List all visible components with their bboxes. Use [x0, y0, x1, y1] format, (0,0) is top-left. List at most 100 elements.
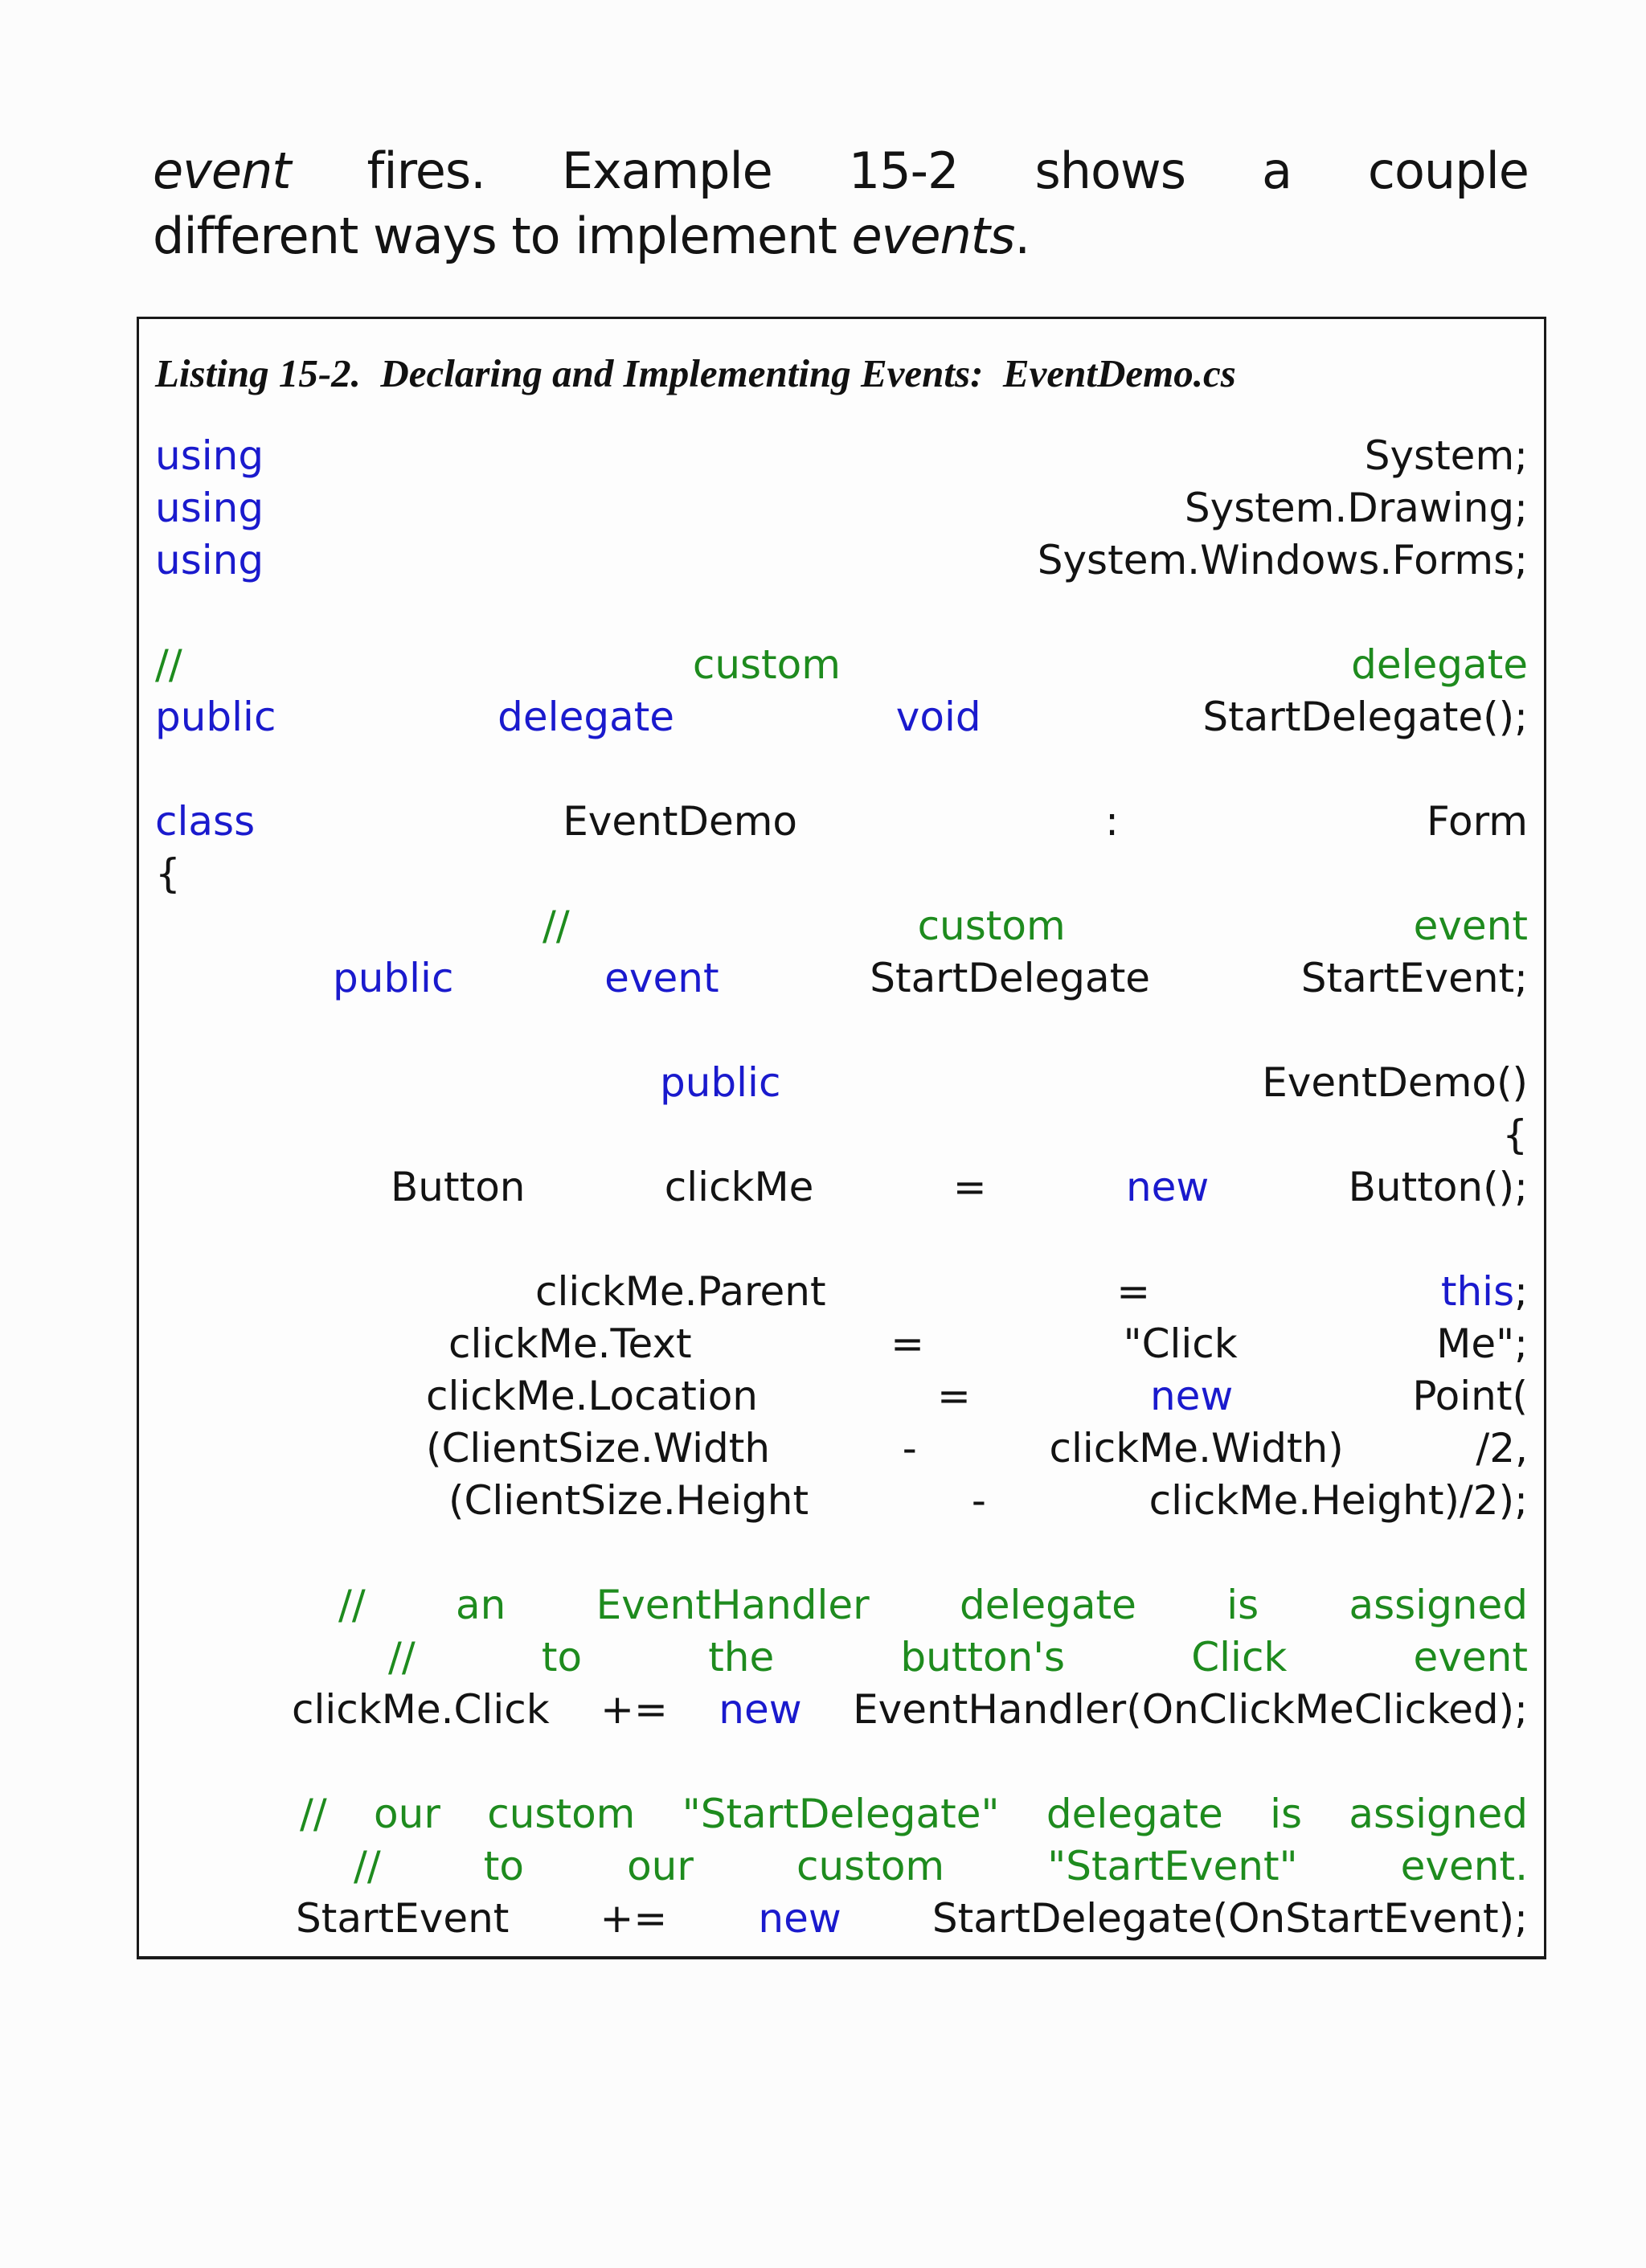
code-token: public [155, 691, 276, 743]
code-token: custom [796, 1840, 944, 1893]
code-token-seg: using [155, 485, 264, 531]
code-token: clickMe [665, 1161, 814, 1214]
code-token-seg: EventDemo() [1262, 1059, 1528, 1106]
code-token: clickMe.Text [448, 1318, 692, 1370]
paragraph-line-2: different ways to implement events. [153, 203, 1529, 268]
code-token: delegate [497, 691, 674, 743]
paragraph-word: event [153, 141, 292, 200]
code-token-seg: event [1413, 903, 1528, 949]
code-token-seg: System; [1364, 432, 1528, 479]
code-token: delegate [1351, 639, 1528, 691]
code-token: StartDelegate [870, 952, 1150, 1005]
code-token: Form [1427, 796, 1528, 848]
code-token: is [1270, 1788, 1302, 1840]
code-token-seg: (ClientSize.Width [426, 1425, 771, 1472]
code-token-seg: // [543, 903, 570, 949]
code-line: using System; [155, 430, 1528, 482]
code-token-seg: custom [487, 1791, 636, 1837]
code-token: = [1116, 1266, 1150, 1318]
code-token-seg: ; [1514, 1268, 1528, 1315]
code-token-seg: System.Windows.Forms; [1037, 537, 1528, 583]
code-token-seg: assigned [1349, 1791, 1528, 1837]
code-token: this; [1441, 1266, 1528, 1318]
code-token: to [542, 1631, 582, 1684]
code-token-seg: public [660, 1059, 781, 1106]
code-token: += [600, 1893, 668, 1945]
code-token: // [300, 1788, 327, 1840]
paragraph-word: a [1261, 141, 1292, 200]
code-token-seg: is [1270, 1791, 1303, 1837]
code-token-seg: custom [796, 1843, 945, 1889]
code-token-seg: delegate [960, 1582, 1136, 1628]
code-token: new [758, 1893, 841, 1945]
code-token: (ClientSize.Height [448, 1475, 809, 1527]
code-line: (ClientSize.Width-clickMe.Width)/2, [155, 1423, 1528, 1475]
code-token-seg: delegate [1046, 1791, 1223, 1837]
code-blank-line [155, 1736, 1528, 1788]
code-token: StartEvent [296, 1893, 509, 1945]
code-token: EventHandler [596, 1579, 870, 1631]
paragraph-word: 15-2 [848, 141, 960, 200]
code-token-seg: event [1413, 1634, 1528, 1681]
code-token: - [903, 1423, 917, 1475]
code-token-seg: button's [900, 1634, 1066, 1681]
code-token: += [600, 1684, 668, 1736]
code-token: new [1126, 1161, 1209, 1214]
code-token-seg: assigned [1349, 1582, 1528, 1628]
code-token-seg: new [1125, 1164, 1210, 1210]
paragraph-word: different ways to implement [153, 207, 852, 265]
code-token-seg: clickMe.Height)/2); [1149, 1477, 1528, 1524]
code-token: = [891, 1318, 924, 1370]
code-token-seg: - [902, 1425, 917, 1472]
code-token-seg: clickMe [664, 1164, 814, 1210]
code-blank-line [155, 1214, 1528, 1266]
code-token: new [1150, 1370, 1233, 1423]
code-token-seg: this [1440, 1268, 1515, 1315]
code-token: StartEvent; [1301, 952, 1528, 1005]
code-token-seg: clickMe.Location [426, 1373, 758, 1419]
code-line: public EventDemo() [155, 1057, 1528, 1109]
code-token: is [1226, 1579, 1259, 1631]
code-token: Button(); [1349, 1161, 1528, 1214]
code-token-seg: public [155, 694, 276, 740]
code-token: clickMe.Height)/2); [1149, 1475, 1528, 1527]
code-token: { [1502, 1109, 1528, 1161]
code-token: our [627, 1840, 694, 1893]
code-line: public event StartDelegate StartEvent; [155, 952, 1528, 1005]
code-token: using [155, 482, 264, 534]
code-token-seg: using [155, 432, 264, 479]
code-token-seg: event. [1400, 1843, 1528, 1889]
code-token-seg: delegate [497, 694, 675, 740]
code-token: = [937, 1370, 971, 1423]
code-token-seg: // [354, 1843, 381, 1889]
code-token: public [333, 952, 453, 1005]
code-token: "StartDelegate" [682, 1788, 1000, 1840]
code-token-seg: += [600, 1686, 668, 1733]
code-token-seg: // [338, 1582, 366, 1628]
code-token-seg: event [604, 955, 719, 1001]
code-token-seg: = [952, 1164, 987, 1210]
code-token: "StartEvent" [1047, 1840, 1297, 1893]
code-token-seg: StartEvent; [1300, 955, 1528, 1001]
paragraph-word: . [1014, 207, 1030, 265]
code-token-seg: = [891, 1320, 925, 1367]
code-token-seg: EventHandler [596, 1582, 870, 1628]
code-token: new [719, 1684, 801, 1736]
code-blank-line [155, 1005, 1528, 1057]
code-token-seg: StartDelegate(OnStartEvent); [932, 1895, 1528, 1942]
code-token: delegate [1046, 1788, 1223, 1840]
code-token: clickMe.Parent [535, 1266, 826, 1318]
code-token: delegate [960, 1579, 1136, 1631]
code-token: Button [391, 1161, 525, 1214]
code-token-seg: clickMe.Width) [1049, 1425, 1344, 1472]
code-token-seg: StartDelegate [870, 955, 1151, 1001]
code-token-seg: new [758, 1895, 841, 1942]
code-token: "Click [1124, 1318, 1238, 1370]
